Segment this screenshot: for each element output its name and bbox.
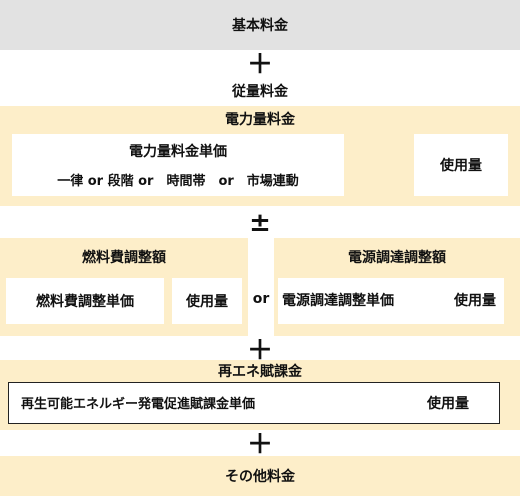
renewable-unit-price-box: 再生可能エネルギー発電促進賦課金単価 使用量	[8, 382, 500, 424]
energy-fee-label: 電力量料金	[225, 112, 295, 128]
fuel-usage-label: 使用量	[186, 294, 228, 310]
procurement-adjustment-label: 電源調達調整額	[348, 250, 446, 266]
other-fee-band: その他料金	[0, 456, 520, 496]
fuel-usage-box: 使用量	[172, 278, 242, 324]
fuel-unit-price-box: 燃料費調整単価	[6, 278, 164, 324]
or-connector: or	[252, 291, 270, 307]
renewable-usage-label: 使用量	[427, 396, 469, 412]
plus-operator: ＋	[246, 50, 273, 80]
renewable-levy-label: 再エネ賦課金	[218, 364, 302, 380]
other-fee-label: その他料金	[225, 469, 295, 485]
plus-operator-2: ＋	[246, 336, 273, 366]
procurement-adjustment-band: 電源調達調整額 電源調達調整単価 使用量	[274, 238, 520, 336]
procurement-unit-price-box: 電源調達調整単価 使用量	[278, 278, 504, 324]
plus-minus-operator: ±	[249, 208, 271, 238]
energy-unit-price-options: 一律 or 段階 or 時間帯 or 市場連動	[57, 173, 299, 189]
commodity-fee-label: 従量料金	[232, 84, 288, 100]
base-fee-label: 基本料金	[232, 18, 288, 34]
base-fee-band: 基本料金	[0, 0, 520, 50]
fuel-unit-price-label: 燃料費調整単価	[36, 294, 134, 310]
procurement-usage-label: 使用量	[454, 293, 496, 309]
fuel-adjustment-label: 燃料費調整額	[82, 250, 166, 266]
plus-operator-3: ＋	[246, 430, 273, 460]
energy-usage-box: 使用量	[414, 134, 508, 196]
energy-usage-label: 使用量	[440, 158, 482, 174]
renewable-levy-band: 再エネ賦課金 再生可能エネルギー発電促進賦課金単価 使用量	[0, 360, 520, 430]
energy-fee-band: 電力量料金 電力量料金単価 一律 or 段階 or 時間帯 or 市場連動 使用…	[0, 106, 520, 206]
renewable-unit-price-label: 再生可能エネルギー発電促進賦課金単価	[21, 397, 256, 412]
energy-unit-price-box: 電力量料金単価 一律 or 段階 or 時間帯 or 市場連動	[12, 134, 344, 196]
fuel-adjustment-band: 燃料費調整額 燃料費調整単価 使用量	[0, 238, 248, 336]
energy-unit-price-title: 電力量料金単価	[129, 144, 227, 160]
procurement-unit-price-label: 電源調達調整単価	[282, 293, 394, 309]
